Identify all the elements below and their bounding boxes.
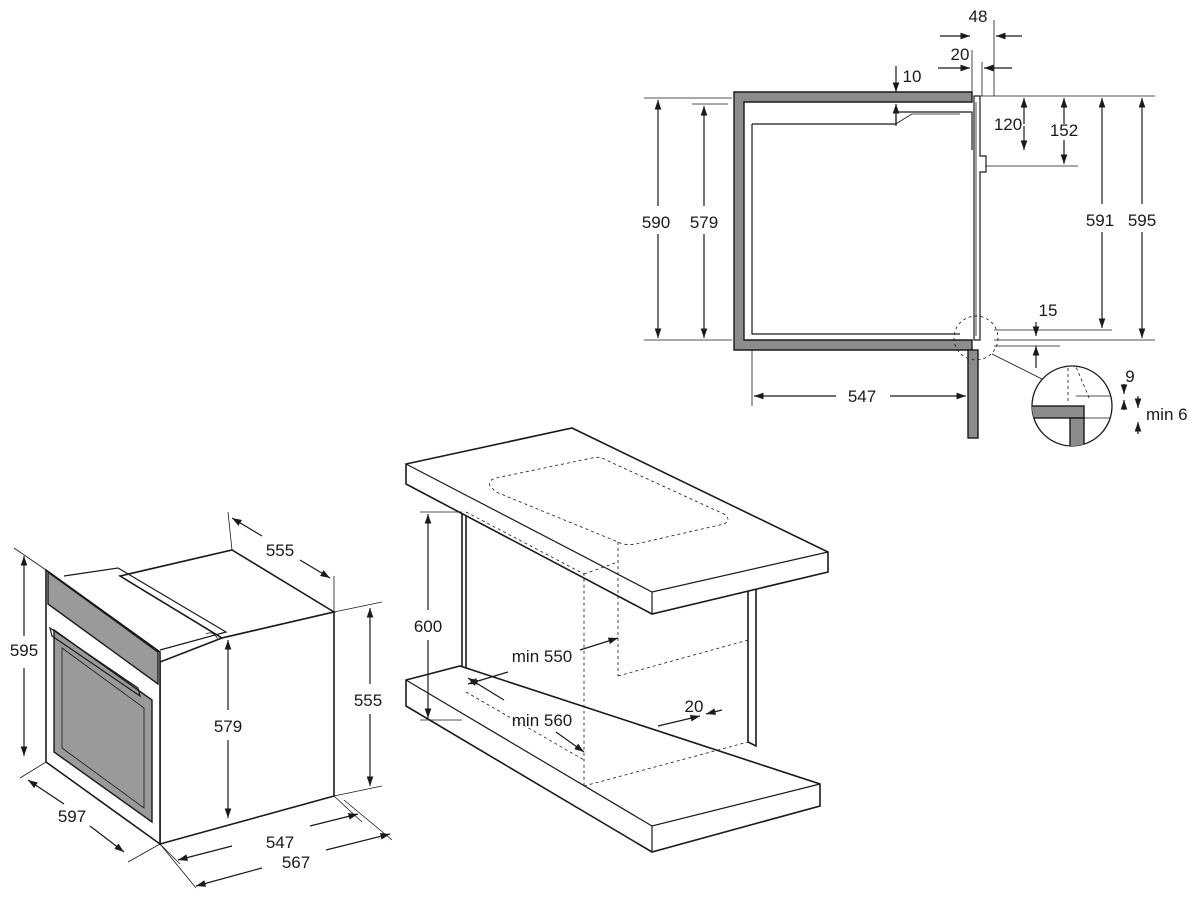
dim-48: 48 — [969, 7, 988, 26]
oven-outline — [752, 111, 973, 150]
detail-marker — [953, 315, 999, 361]
dim-567: 567 — [282, 853, 310, 872]
dim-min-6: min 6 — [1146, 405, 1188, 424]
dim-595-height: 595 — [10, 641, 38, 660]
door-handle — [49, 626, 141, 698]
dim-20-top: 20 — [951, 45, 970, 64]
dim-597: 597 — [58, 807, 86, 826]
dim-9: 9 — [1125, 367, 1134, 386]
oven-view: 555 595 579 555 597 547 567 — [10, 511, 393, 889]
hob-cutout — [489, 456, 729, 546]
cabinet-view: 600 min 550 min 560 20 — [405, 427, 829, 853]
dim-590: 590 — [642, 213, 670, 232]
niche-wall — [733, 91, 973, 351]
dim-20-cabinet: 20 — [685, 697, 704, 716]
control-panel — [47, 570, 159, 686]
dim-152: 152 — [1050, 121, 1078, 140]
oven-front — [973, 95, 987, 341]
section-view: 48 20 10 120 152 591 595 — [642, 7, 1188, 447]
dim-600: 600 — [414, 617, 442, 636]
dim-579-section: 579 — [690, 213, 718, 232]
dim-579-oven: 579 — [214, 717, 242, 736]
detail-zoom — [1031, 365, 1113, 447]
dim-555-side: 555 — [354, 691, 382, 710]
dim-547-section: 547 — [848, 387, 876, 406]
dim-min-560: min 560 — [512, 711, 572, 730]
dim-120: 120 — [994, 115, 1022, 134]
dim-555-top: 555 — [266, 541, 294, 560]
dim-10: 10 — [903, 67, 922, 86]
dim-min-550: min 550 — [512, 647, 572, 666]
oven-door — [53, 628, 153, 824]
dim-595-right: 595 — [1128, 211, 1156, 230]
dim-547-oven: 547 — [266, 833, 294, 852]
dim-591: 591 — [1086, 211, 1114, 230]
dim-15: 15 — [1039, 301, 1058, 320]
front-panel — [967, 349, 979, 439]
